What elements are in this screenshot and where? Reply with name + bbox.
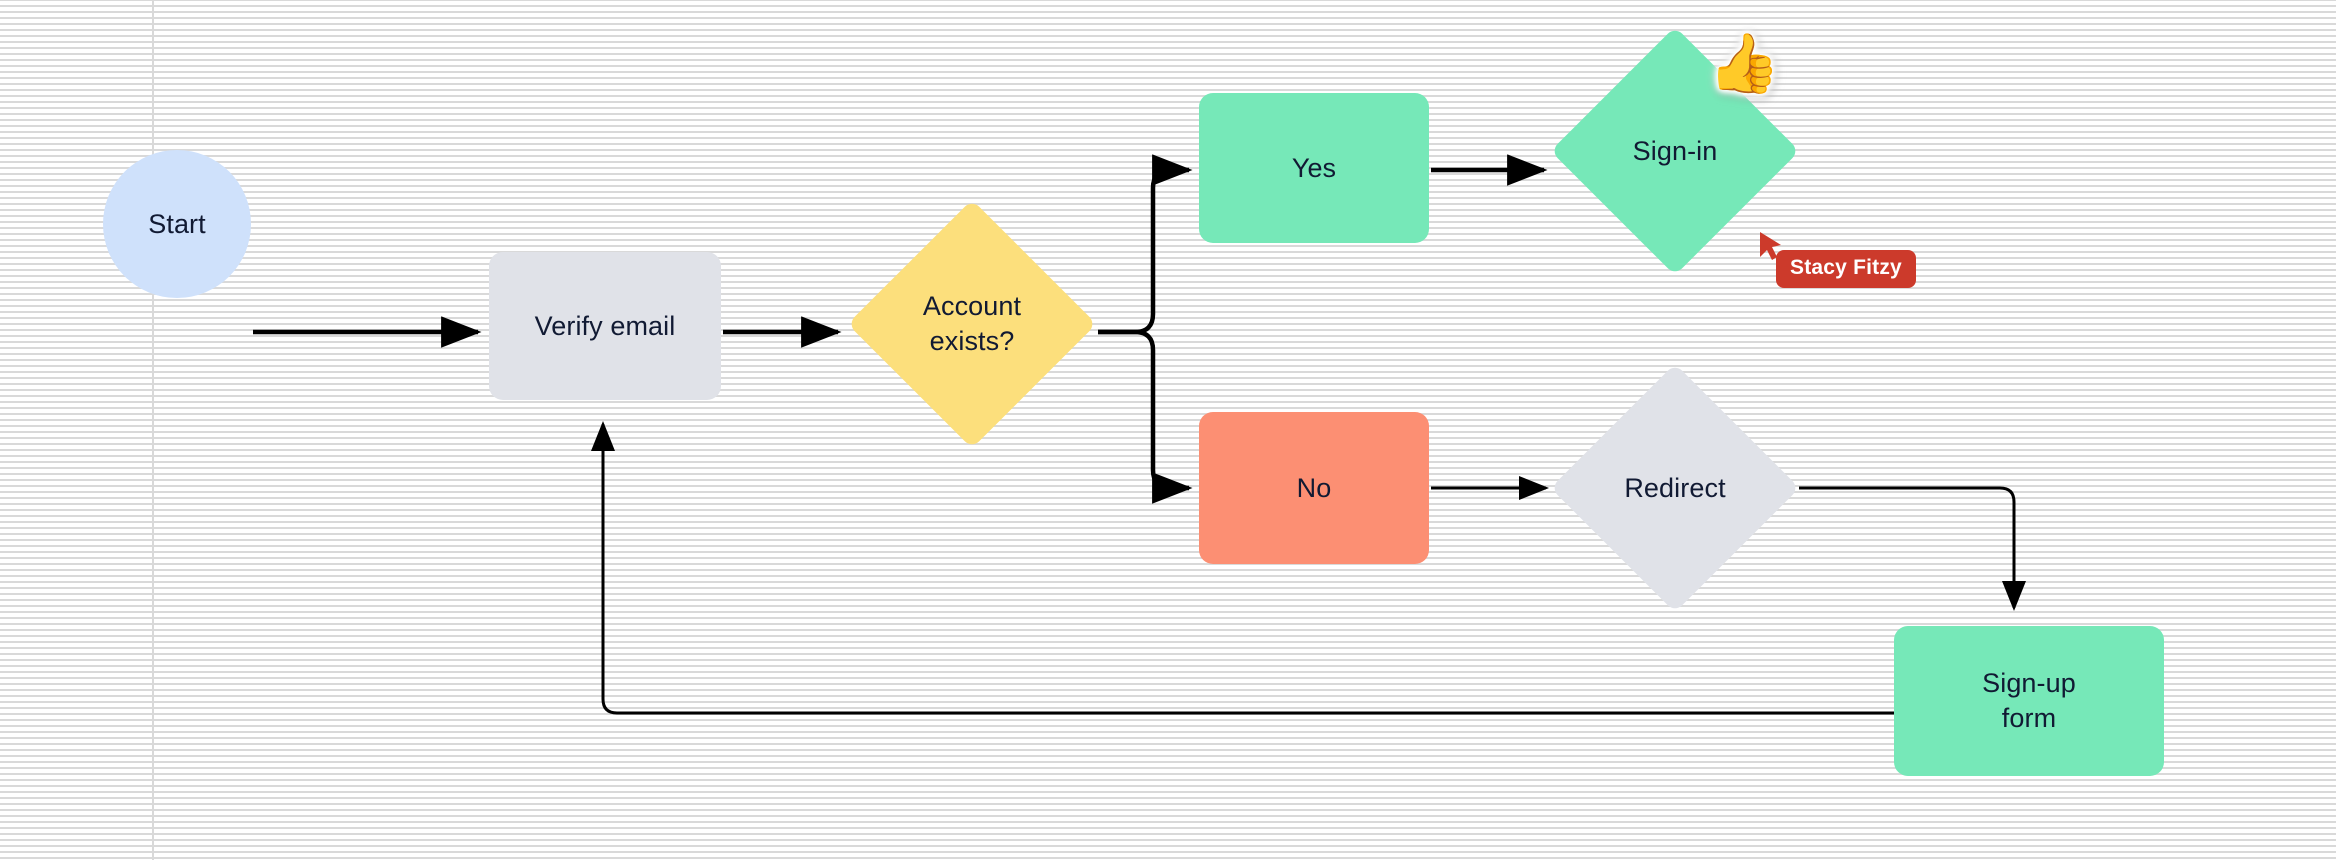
- node-sign-in-label: Sign-in: [1632, 135, 1718, 166]
- node-sign-up-form-label: Sign-up form: [1982, 668, 2076, 733]
- edge-account-no: [1098, 329, 1193, 504]
- thumbs-up-emoji-icon[interactable]: 👍: [1708, 31, 1781, 96]
- node-no-label: No: [1296, 472, 1332, 503]
- collaborator-name-badge: Stacy Fitzy: [1776, 250, 1916, 288]
- node-verify-email[interactable]: Verify email: [489, 252, 721, 400]
- node-account-exists-label: Account exists?: [922, 291, 1022, 356]
- node-verify-email-label: Verify email: [534, 310, 676, 341]
- node-redirect[interactable]: Redirect: [1550, 363, 1800, 613]
- node-yes-label: Yes: [1291, 152, 1337, 183]
- node-sign-up-form[interactable]: Sign-up form: [1894, 626, 2164, 776]
- node-yes[interactable]: Yes: [1199, 93, 1429, 243]
- node-redirect-label: Redirect: [1624, 472, 1726, 503]
- node-sign-in[interactable]: Sign-in: [1550, 26, 1800, 276]
- node-account-exists[interactable]: Account exists?: [847, 199, 1097, 449]
- node-start[interactable]: Start: [103, 150, 251, 298]
- edge-redirect-signup: [1799, 486, 2026, 611]
- node-start-label: Start: [148, 208, 206, 239]
- node-no[interactable]: No: [1199, 412, 1429, 564]
- edge-account-yes: [1098, 154, 1193, 335]
